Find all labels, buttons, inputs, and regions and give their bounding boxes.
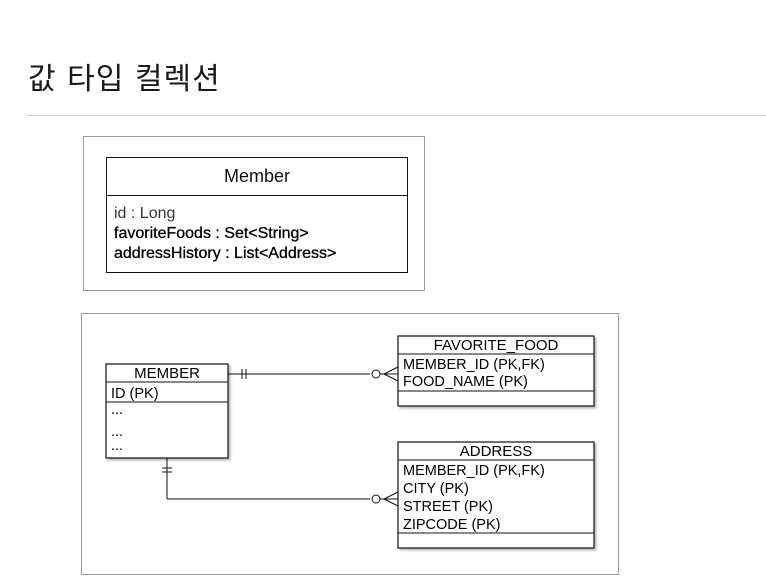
attribute-address-history: addressHistory : List<Address> — [114, 245, 337, 262]
favorite-food-table: FAVORITE_FOOD MEMBER_ID (PK,FK) FOOD_NAM… — [397, 335, 595, 407]
class-attributes: id : Long favoriteFoods : Set<String> ad… — [107, 196, 407, 264]
address-table: ADDRESS MEMBER_ID (PK,FK) CITY (PK) STRE… — [397, 441, 595, 549]
member-row-2: ... — [111, 402, 123, 418]
relation-member-address — [162, 458, 399, 507]
erd-diagram: MEMBER ID (PK) ... ... ... FAVORITE_FOOD… — [105, 335, 595, 549]
address-row-zipcode: ZIPCODE (PK) — [403, 517, 500, 533]
member-row-3: ... — [111, 424, 123, 440]
member-table: MEMBER ID (PK) ... ... ... — [105, 363, 229, 459]
favorite-food-row-member-id: MEMBER_ID (PK,FK) — [403, 357, 545, 373]
class-name: Member — [107, 158, 407, 196]
relation-member-favorite-food — [228, 366, 399, 382]
favorite-food-title: FAVORITE_FOOD — [434, 337, 559, 354]
erd-panel: MEMBER ID (PK) ... ... ... FAVORITE_FOOD… — [81, 313, 619, 575]
member-table-title: MEMBER — [134, 365, 200, 382]
address-row-member-id: MEMBER_ID (PK,FK) — [403, 463, 545, 479]
address-row-city: CITY (PK) — [403, 481, 469, 497]
attribute-favorite-foods: favoriteFoods : Set<String> — [114, 225, 309, 242]
address-row-street: STREET (PK) — [403, 499, 493, 515]
address-title: ADDRESS — [460, 443, 533, 460]
title-divider — [26, 115, 766, 116]
member-class-box: Member id : Long favoriteFoods : Set<Str… — [106, 157, 408, 273]
favorite-food-row-food-name: FOOD_NAME (PK) — [403, 374, 528, 390]
member-row-4: ... — [111, 438, 123, 454]
member-row-id: ID (PK) — [111, 386, 159, 402]
page-title: 값 타입 컬렉션 — [28, 62, 221, 97]
attribute-id: id : Long — [114, 205, 176, 222]
class-diagram-panel: Member id : Long favoriteFoods : Set<Str… — [83, 136, 425, 291]
